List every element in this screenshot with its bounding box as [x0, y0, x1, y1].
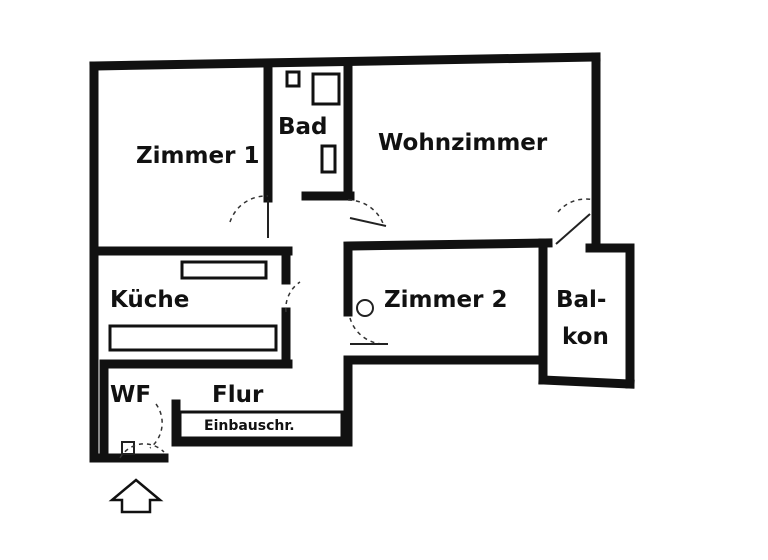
- label-balkon-line1: Bal-: [556, 287, 606, 313]
- outer-walls: [89, 52, 635, 463]
- label-kueche: Küche: [110, 287, 189, 313]
- label-wohnzimmer: Wohnzimmer: [378, 130, 548, 156]
- kueche-counter-upper: [180, 260, 268, 280]
- bad-sink: [285, 70, 301, 88]
- door-leaf-balkon: [555, 213, 591, 245]
- fixtures: [108, 70, 374, 455]
- door-swing-zimmer2: [349, 317, 387, 345]
- label-zimmer1: Zimmer 1: [136, 143, 259, 169]
- entrance-arrow-icon: [108, 478, 164, 514]
- wall-zimmer2-top: [343, 238, 553, 251]
- label-flur: Flur: [212, 382, 264, 408]
- room-labels: Zimmer 1 Bad Wohnzimmer Küche Zimmer 2 B…: [110, 114, 609, 434]
- bad-toilet: [311, 72, 341, 106]
- door-swing-zimmer1: [229, 195, 269, 223]
- kueche-counter-lower: [108, 324, 278, 352]
- door-swing-entrance: [119, 443, 165, 459]
- door-swing-balkon: [557, 198, 595, 213]
- bad-bidet: [320, 144, 337, 174]
- einbauschrank-box: [178, 410, 344, 440]
- label-balkon-line2: kon: [562, 324, 609, 350]
- door-swing-kueche: [285, 281, 301, 313]
- door-swing-wohnzimmer: [347, 199, 385, 227]
- door-leaf-wohnzimmer: [349, 217, 387, 227]
- zimmer2-fixture-circle: [356, 299, 374, 317]
- label-bad: Bad: [278, 114, 328, 140]
- wf-fixture: [121, 441, 135, 455]
- label-zimmer2: Zimmer 2: [384, 287, 507, 313]
- wall-balcony-bottom: [538, 375, 635, 389]
- label-wf: WF: [110, 382, 151, 408]
- door-swings: [119, 195, 595, 459]
- label-einbauschrank: Einbauschr.: [204, 418, 295, 434]
- inner-walls: [89, 57, 553, 463]
- door-swing-wf: [149, 403, 163, 449]
